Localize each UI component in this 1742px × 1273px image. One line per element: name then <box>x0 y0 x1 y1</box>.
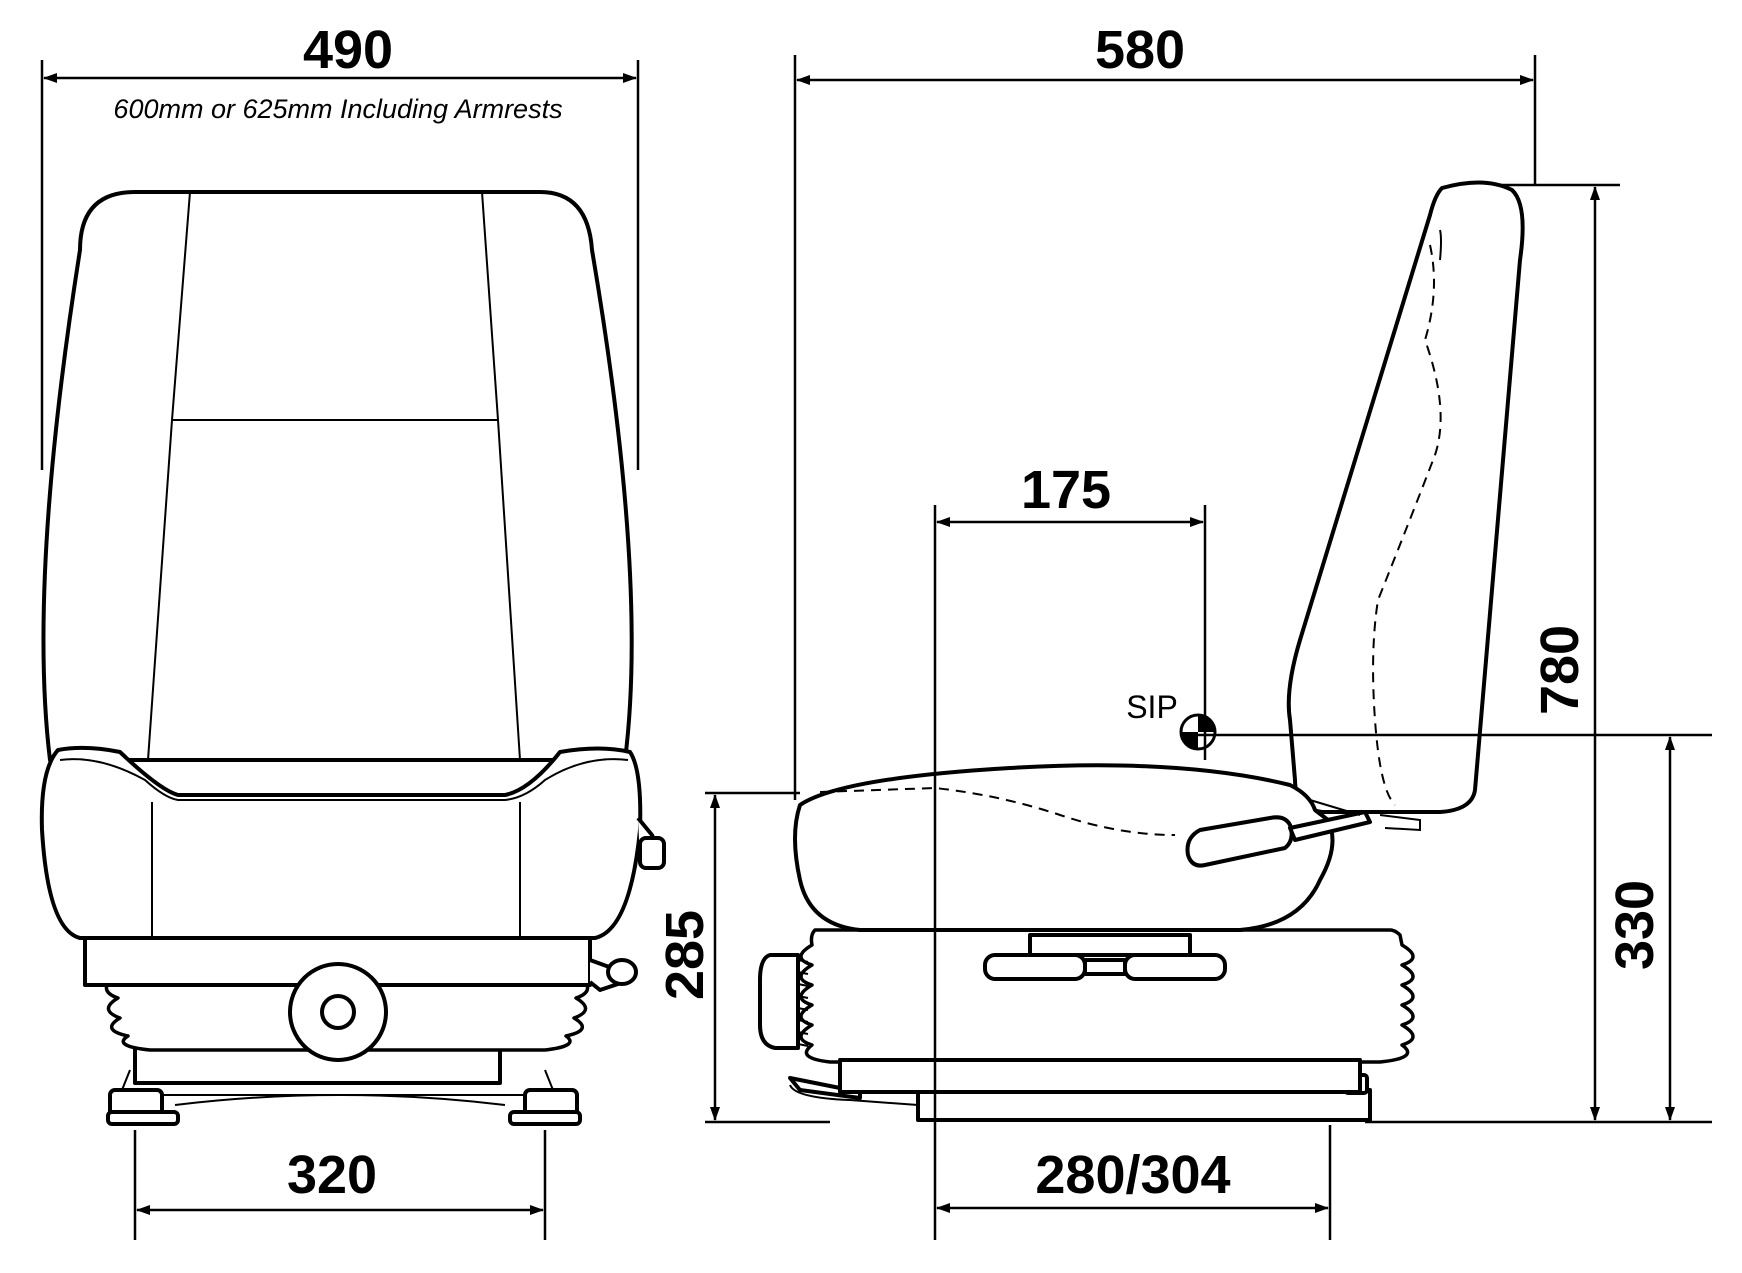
front-suspension-base <box>83 935 638 1126</box>
front-foot-left-pad <box>106 1110 180 1126</box>
side-slide-handle-right <box>1123 953 1227 981</box>
front-handle-knob <box>606 958 638 986</box>
front-foot-right-pad <box>508 1110 582 1126</box>
front-backrest <box>41 190 634 762</box>
front-width-note: 600mm or 625mm Including Armrests <box>113 94 562 124</box>
front-seat-cushion <box>39 745 643 940</box>
side-cushion-contour <box>819 786 1176 836</box>
side-backrest-edge <box>1439 229 1442 261</box>
side-view <box>705 55 1712 1240</box>
front-view <box>39 60 666 1240</box>
sip-label: SIP <box>1126 689 1178 725</box>
side-depth-label: 580 <box>1095 20 1185 80</box>
side-adjust-knob-ridges <box>797 959 809 1047</box>
side-sip-height-label: 330 <box>1605 880 1665 970</box>
front-recline-knob <box>638 836 666 870</box>
front-cushion-top-line <box>59 758 629 801</box>
side-backrest-contour <box>1372 244 1442 806</box>
side-base-depth-label: 280/304 <box>1035 1145 1230 1205</box>
side-slide-mount <box>1028 933 1192 957</box>
sip-marker <box>1179 713 1217 751</box>
side-backrest <box>1286 180 1525 814</box>
side-hinge <box>1309 799 1421 832</box>
side-adjust-knob <box>758 953 800 1050</box>
side-bellows <box>799 928 1415 1064</box>
side-base-frame <box>838 1058 1362 1094</box>
side-sip-offset-label: 175 <box>1021 460 1111 520</box>
front-base-width-label: 320 <box>287 1145 377 1205</box>
side-slide-handle-center <box>1083 958 1127 976</box>
side-base-lever <box>789 1084 919 1106</box>
side-base-plate <box>916 1088 1372 1122</box>
front-width-label: 490 <box>303 20 393 80</box>
front-height-knob-center <box>320 994 356 1030</box>
side-slide-handle-left <box>983 953 1087 981</box>
side-recline-lever-arm <box>1288 810 1372 842</box>
sip-marker-quadrant-top-right <box>1198 715 1215 732</box>
side-suspension-base <box>758 928 1415 1122</box>
front-bar <box>174 1094 506 1106</box>
side-recline-lever <box>1185 815 1294 868</box>
side-total-height-label: 780 <box>1530 625 1590 715</box>
side-seat-height-label: 285 <box>655 910 715 1000</box>
